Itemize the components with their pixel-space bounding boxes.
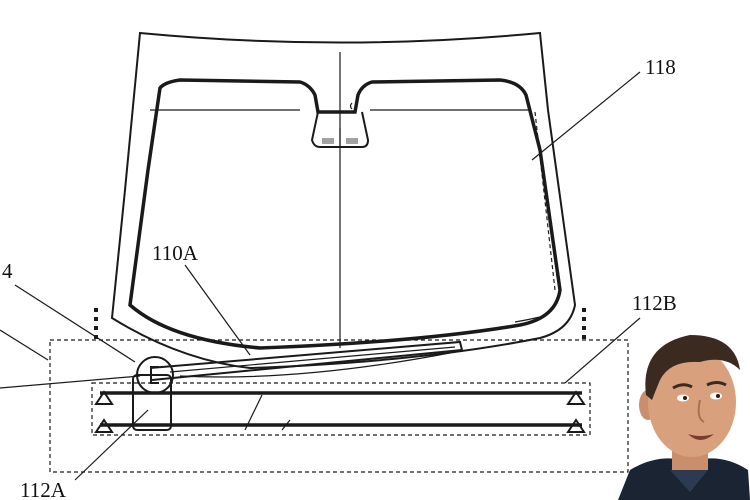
sensor-mount [310, 111, 370, 148]
leader-112A [74, 409, 149, 481]
mirror-hook [349, 102, 353, 110]
person-hair [645, 335, 740, 400]
pivot-housing [132, 374, 172, 431]
person-face [648, 347, 736, 457]
rail-triangle-right-lower [566, 418, 586, 433]
sensor-left [322, 138, 334, 144]
windshield-outer-frame [110, 31, 577, 370]
label-112B: 112B [632, 291, 677, 315]
leader-left-low [0, 375, 141, 389]
rail-tick-2 [281, 419, 291, 431]
label-110A: 110A [152, 241, 199, 265]
housing-outer-dashed [49, 339, 629, 473]
windshield-right-dashed [534, 111, 556, 291]
rail-triangle-right-upper [566, 390, 586, 405]
person-mouth [688, 434, 714, 440]
rail-triangle-left-lower [94, 418, 114, 433]
wiper-arm [149, 340, 464, 381]
sensor-right [346, 138, 358, 144]
corner-detail [514, 316, 541, 323]
rail-tick-1 [244, 394, 263, 431]
rail-box-dashed [91, 382, 591, 436]
leader-112B [564, 317, 641, 384]
leader-110A [184, 264, 251, 356]
person-collar [670, 470, 708, 492]
person-portrait [618, 335, 750, 500]
label-118: 118 [645, 55, 676, 79]
rail-triangle-left-upper [94, 390, 114, 405]
wiper-blade [179, 351, 456, 378]
leader-4 [14, 284, 136, 363]
person-brows [672, 381, 727, 390]
leader-left-mid [0, 329, 49, 361]
leader-118 [531, 71, 641, 161]
label-112A: 112A [20, 478, 67, 500]
person-nose [697, 399, 705, 423]
wiper-arm-inner [169, 346, 456, 373]
label-4: 4 [2, 259, 13, 283]
windshield-glass-outline [128, 78, 562, 350]
